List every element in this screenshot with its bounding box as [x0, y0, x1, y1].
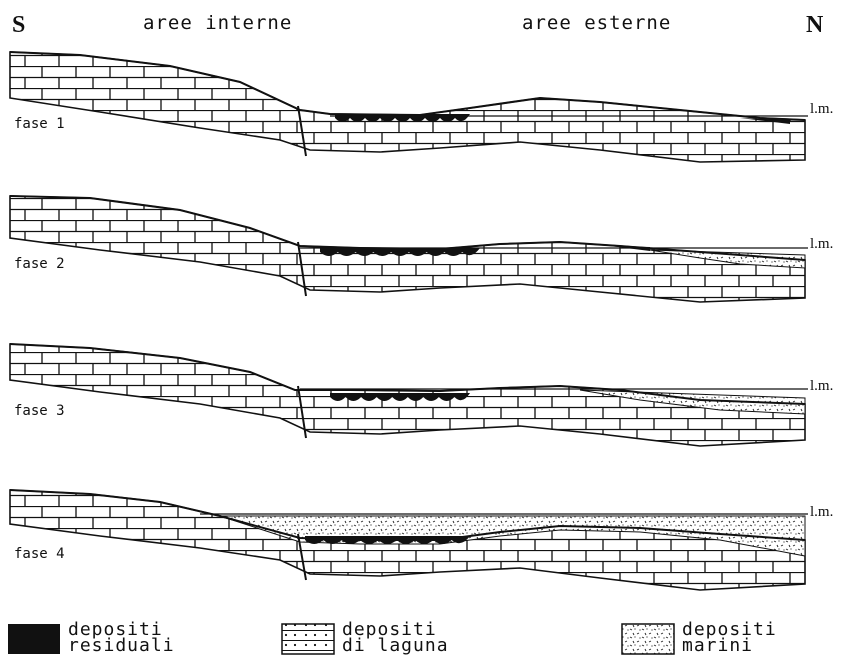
legend-swatch-residual — [8, 624, 60, 654]
legend-residual-line2: residuali — [68, 638, 175, 654]
legend-item-residual: depositi residuali — [68, 622, 175, 654]
legend-swatch-lagoon — [282, 624, 334, 654]
legend-marine-line2: marini — [682, 638, 777, 654]
legend-item-lagoon: depositi di laguna — [342, 622, 449, 654]
legend-swatch-marine — [622, 624, 674, 654]
legend-item-marine: depositi marini — [682, 622, 777, 654]
legend-lagoon-line2: di laguna — [342, 638, 449, 654]
